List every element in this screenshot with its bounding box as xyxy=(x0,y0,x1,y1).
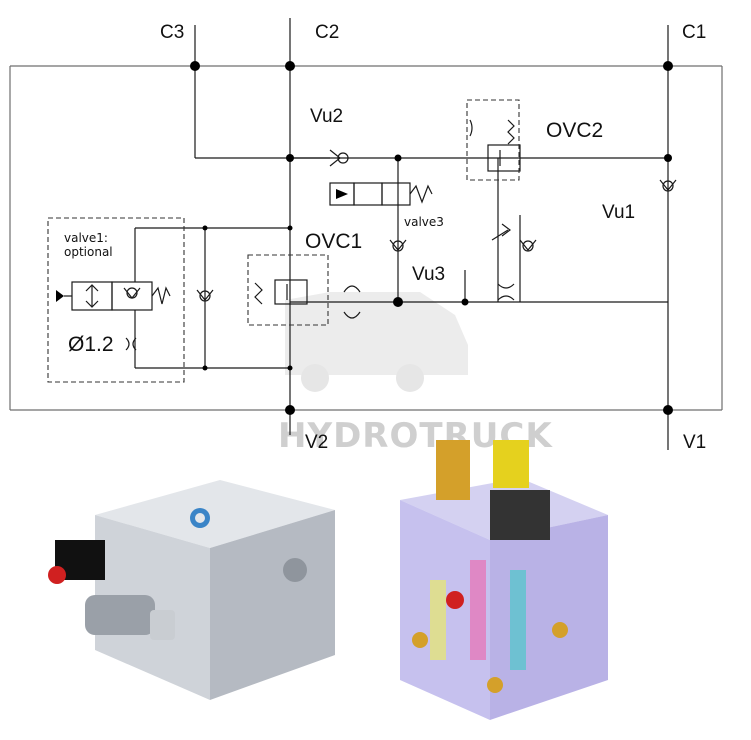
port-label-c2: C2 xyxy=(315,22,339,43)
transparent-block-render xyxy=(400,440,608,720)
ovc1-valve-icon xyxy=(247,254,361,326)
ovc1-label: OVC1 xyxy=(305,230,362,253)
port-label-v1: V1 xyxy=(683,432,706,453)
valve3-label: valve3 xyxy=(404,215,444,229)
valve1-label: valve1: xyxy=(64,231,108,245)
ovc2-label: OVC2 xyxy=(546,119,603,142)
vu2-label: Vu2 xyxy=(310,106,343,127)
valve-block-photo xyxy=(48,480,335,700)
port-label-v2: V2 xyxy=(305,432,328,453)
throttle-valve-icon xyxy=(491,223,515,301)
ovc2-valve-icon xyxy=(466,99,521,181)
watermark-truck-icon xyxy=(285,292,468,392)
port-label-c1: C1 xyxy=(682,22,706,43)
valve1-optional-group xyxy=(47,217,185,383)
block-outline xyxy=(9,65,723,411)
valve1-optional-label: optional xyxy=(64,245,113,259)
vu3-label: Vu3 xyxy=(412,264,445,285)
valve3-solenoid-icon xyxy=(329,182,433,206)
junction-nodes xyxy=(190,61,673,415)
check-valve-icon xyxy=(196,149,677,302)
orifice-label: Ø1.2 xyxy=(68,333,114,356)
port-label-c3: C3 xyxy=(160,22,184,43)
vu1-label: Vu1 xyxy=(602,202,635,223)
